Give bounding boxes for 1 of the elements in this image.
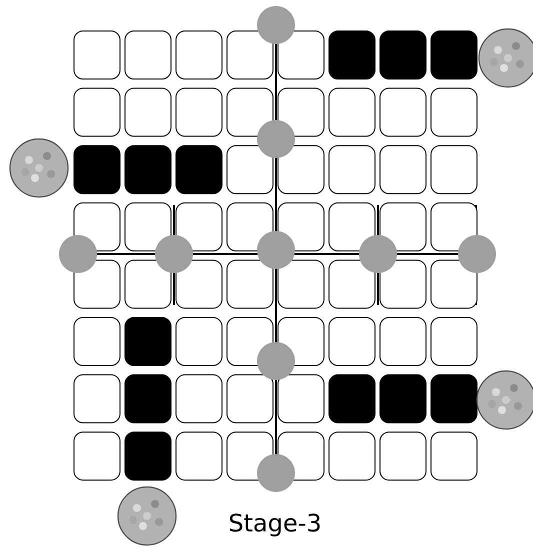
stage-label: Stage-3 <box>230 514 320 536</box>
